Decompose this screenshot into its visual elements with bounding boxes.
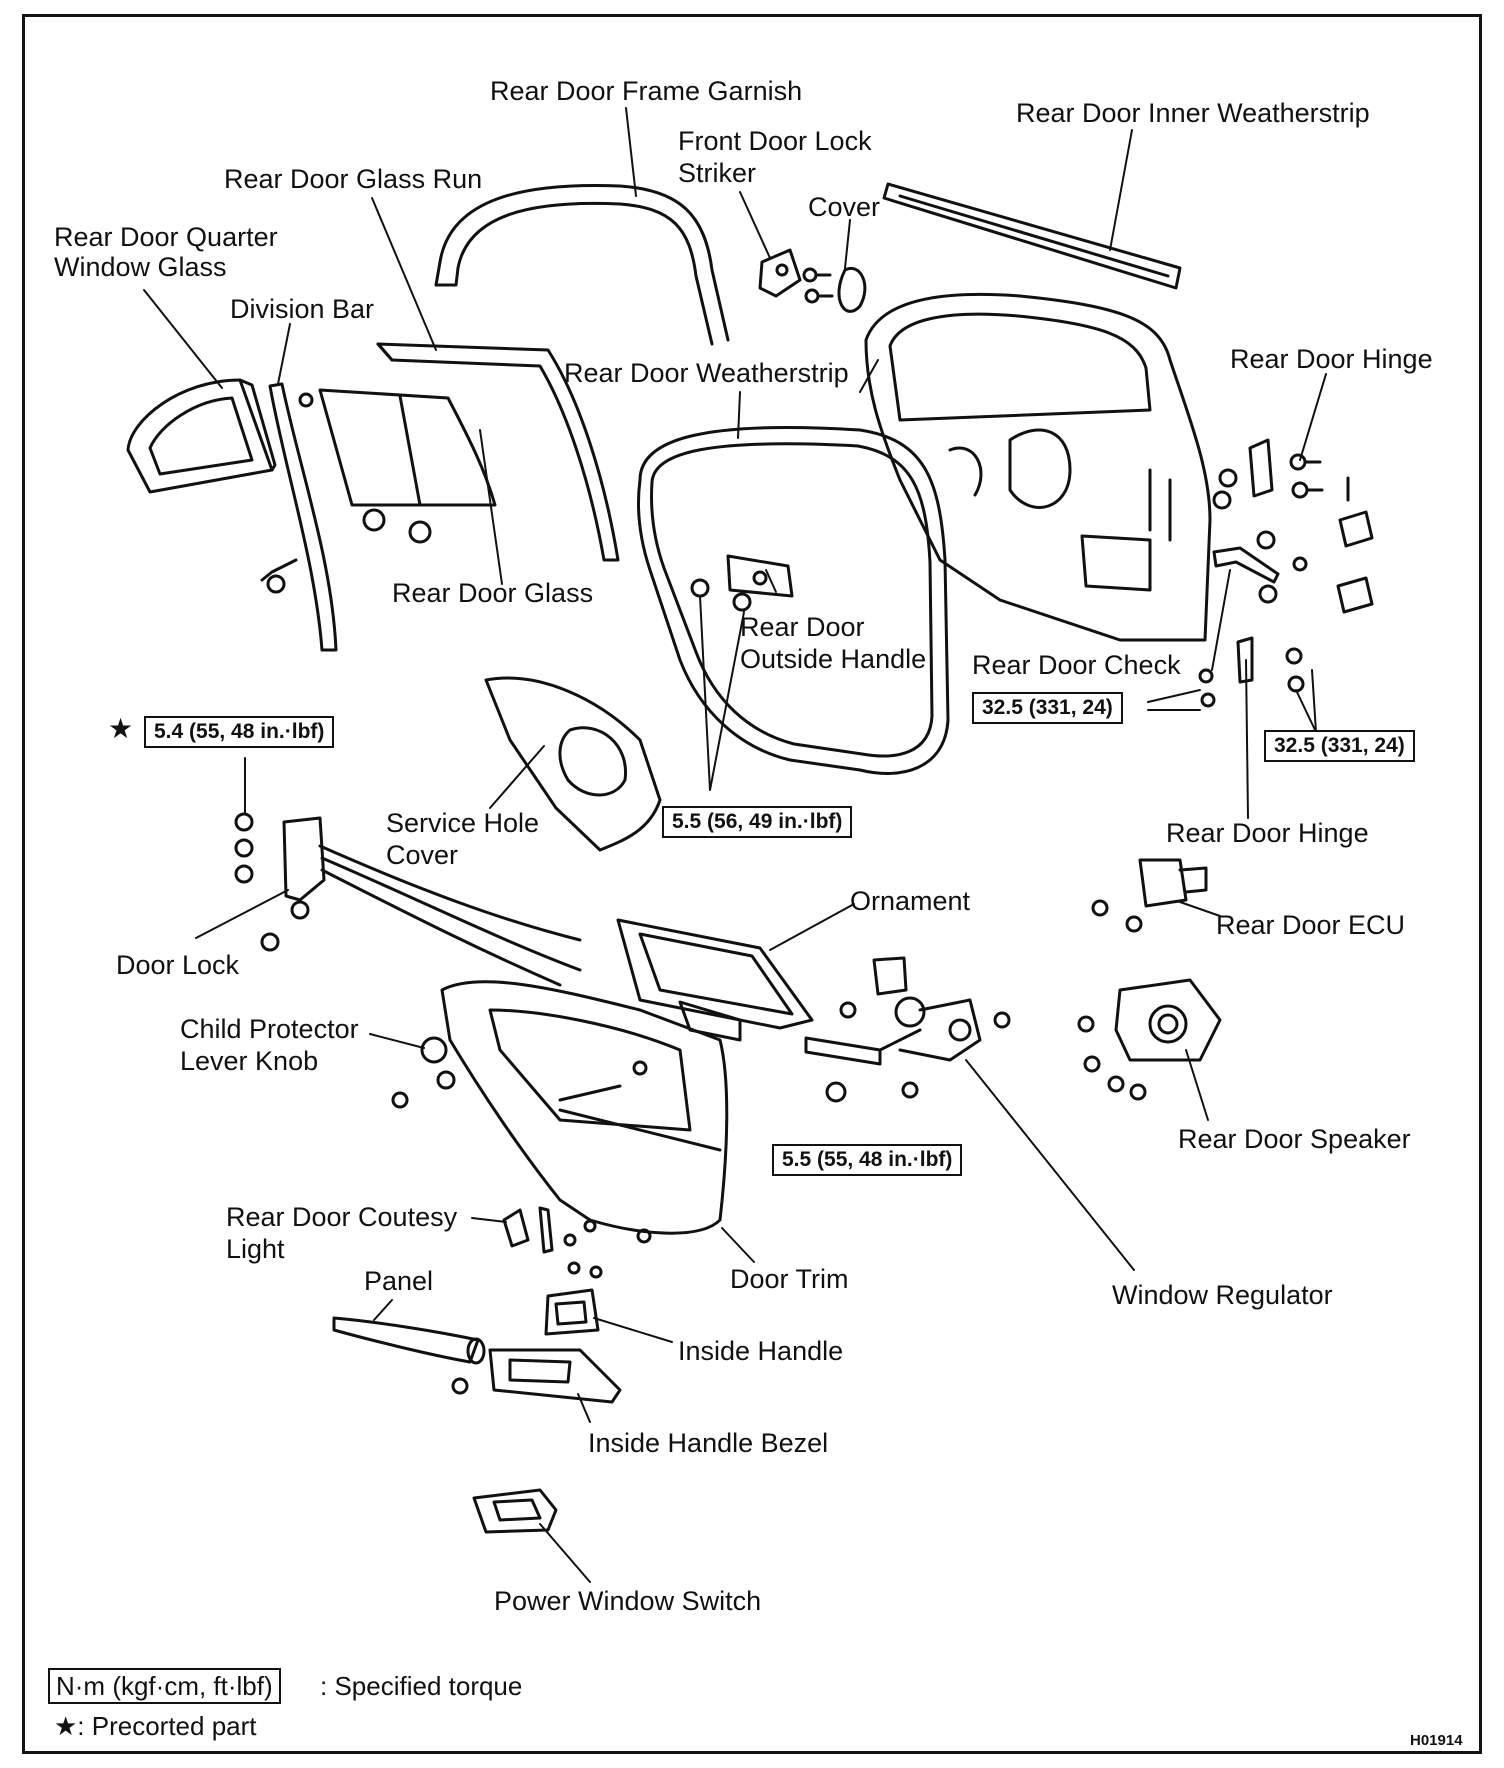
label-child-protector-line1: Child Protector xyxy=(180,1014,359,1044)
torque-check: 32.5 (331, 24) xyxy=(972,692,1123,724)
label-inside-handle: Inside Handle xyxy=(678,1336,844,1366)
frame-garnish-drawing xyxy=(434,184,730,346)
torque-outside-handle: 5.5 (56, 49 in.·lbf) xyxy=(662,806,853,838)
precoated-star-icon: ★ xyxy=(108,713,134,744)
bezel-drawing xyxy=(451,1348,622,1404)
label-front-door-lock-striker-line1: Front Door Lock xyxy=(678,126,872,156)
child-protector-drawing xyxy=(391,1036,456,1109)
label-quarter-window-glass-line2: Window Glass xyxy=(54,252,227,282)
label-door-lock: Door Lock xyxy=(116,950,240,980)
label-rear-door-weatherstrip: Rear Door Weatherstrip xyxy=(564,358,849,388)
label-ornament: Ornament xyxy=(850,886,971,916)
label-rear-door-speaker: Rear Door Speaker xyxy=(1178,1124,1411,1154)
torque-hinge: 32.5 (331, 24) xyxy=(1264,730,1415,762)
label-outside-handle-line1: Rear Door xyxy=(740,612,865,642)
quarter-glass-drawing xyxy=(126,378,277,494)
legend-unit-box: N·m (kgf·cm, ft·lbf) xyxy=(48,1668,281,1704)
hinge-check-drawing xyxy=(1198,438,1374,708)
label-rear-door-glass: Rear Door Glass xyxy=(392,578,594,608)
service-hole-cover-drawing xyxy=(484,676,662,852)
label-window-regulator: Window Regulator xyxy=(1112,1280,1333,1310)
panel-drawing xyxy=(332,1316,486,1365)
outside-handle-drawing xyxy=(690,554,794,612)
label-outside-handle-line2: Outside Handle xyxy=(740,644,927,674)
label-rear-door-inner-weatherstrip: Rear Door Inner Weatherstrip xyxy=(1016,98,1370,128)
striker-drawing xyxy=(758,248,867,313)
label-quarter-window-glass-line1: Rear Door Quarter xyxy=(54,222,278,252)
door-panel-drawing xyxy=(864,292,1212,642)
inside-handle-drawing xyxy=(544,1261,603,1336)
weatherstrip-drawing xyxy=(637,425,950,775)
rear-glass-drawing xyxy=(318,388,497,544)
label-rear-door-glass-run: Rear Door Glass Run xyxy=(224,164,483,194)
window-regulator-drawing xyxy=(804,956,1011,1103)
legend-precoated: ★: Precorted part xyxy=(54,1711,257,1741)
label-power-window-switch: Power Window Switch xyxy=(494,1586,762,1616)
figure-code: H01914 xyxy=(1410,1732,1463,1749)
ornament-drawing xyxy=(616,918,814,1042)
label-front-door-lock-striker-line2: Striker xyxy=(678,158,757,188)
legend-unit-text: : Specified torque xyxy=(320,1671,523,1701)
courtesy-light-drawing xyxy=(502,1206,652,1254)
power-window-switch-drawing xyxy=(472,1488,558,1534)
label-inside-handle-bezel: Inside Handle Bezel xyxy=(588,1428,829,1458)
label-courtesy-light-line1: Rear Door Coutesy xyxy=(226,1202,458,1232)
speaker-drawing xyxy=(1077,978,1222,1101)
division-bar-drawing xyxy=(260,382,338,652)
label-cover: Cover xyxy=(808,192,881,222)
door-trim-drawing xyxy=(440,980,729,1235)
label-panel: Panel xyxy=(364,1266,434,1296)
diagram-frame xyxy=(22,14,1482,1754)
label-rear-door-hinge-upper: Rear Door Hinge xyxy=(1230,344,1433,374)
label-door-trim: Door Trim xyxy=(730,1264,849,1294)
label-division-bar: Division Bar xyxy=(230,294,375,324)
glass-run-drawing xyxy=(376,342,620,562)
label-service-hole-cover-line1: Service Hole xyxy=(386,808,540,838)
inner-weatherstrip-drawing xyxy=(882,182,1182,290)
label-rear-door-check: Rear Door Check xyxy=(972,650,1181,680)
label-rear-door-hinge-lower: Rear Door Hinge xyxy=(1166,818,1369,848)
label-service-hole-cover-line2: Cover xyxy=(386,840,459,870)
label-rear-door-frame-garnish: Rear Door Frame Garnish xyxy=(490,76,803,106)
ecu-drawing xyxy=(1091,858,1208,933)
label-child-protector-line2: Lever Knob xyxy=(180,1046,319,1076)
torque-door-lock: 5.4 (55, 48 in.·lbf) xyxy=(144,716,335,748)
label-courtesy-light-line2: Light xyxy=(226,1234,285,1264)
torque-regulator: 5.5 (55, 48 in.·lbf) xyxy=(772,1144,963,1176)
leader-lines xyxy=(143,107,1327,1583)
label-rear-door-ecu: Rear Door ECU xyxy=(1216,910,1406,940)
